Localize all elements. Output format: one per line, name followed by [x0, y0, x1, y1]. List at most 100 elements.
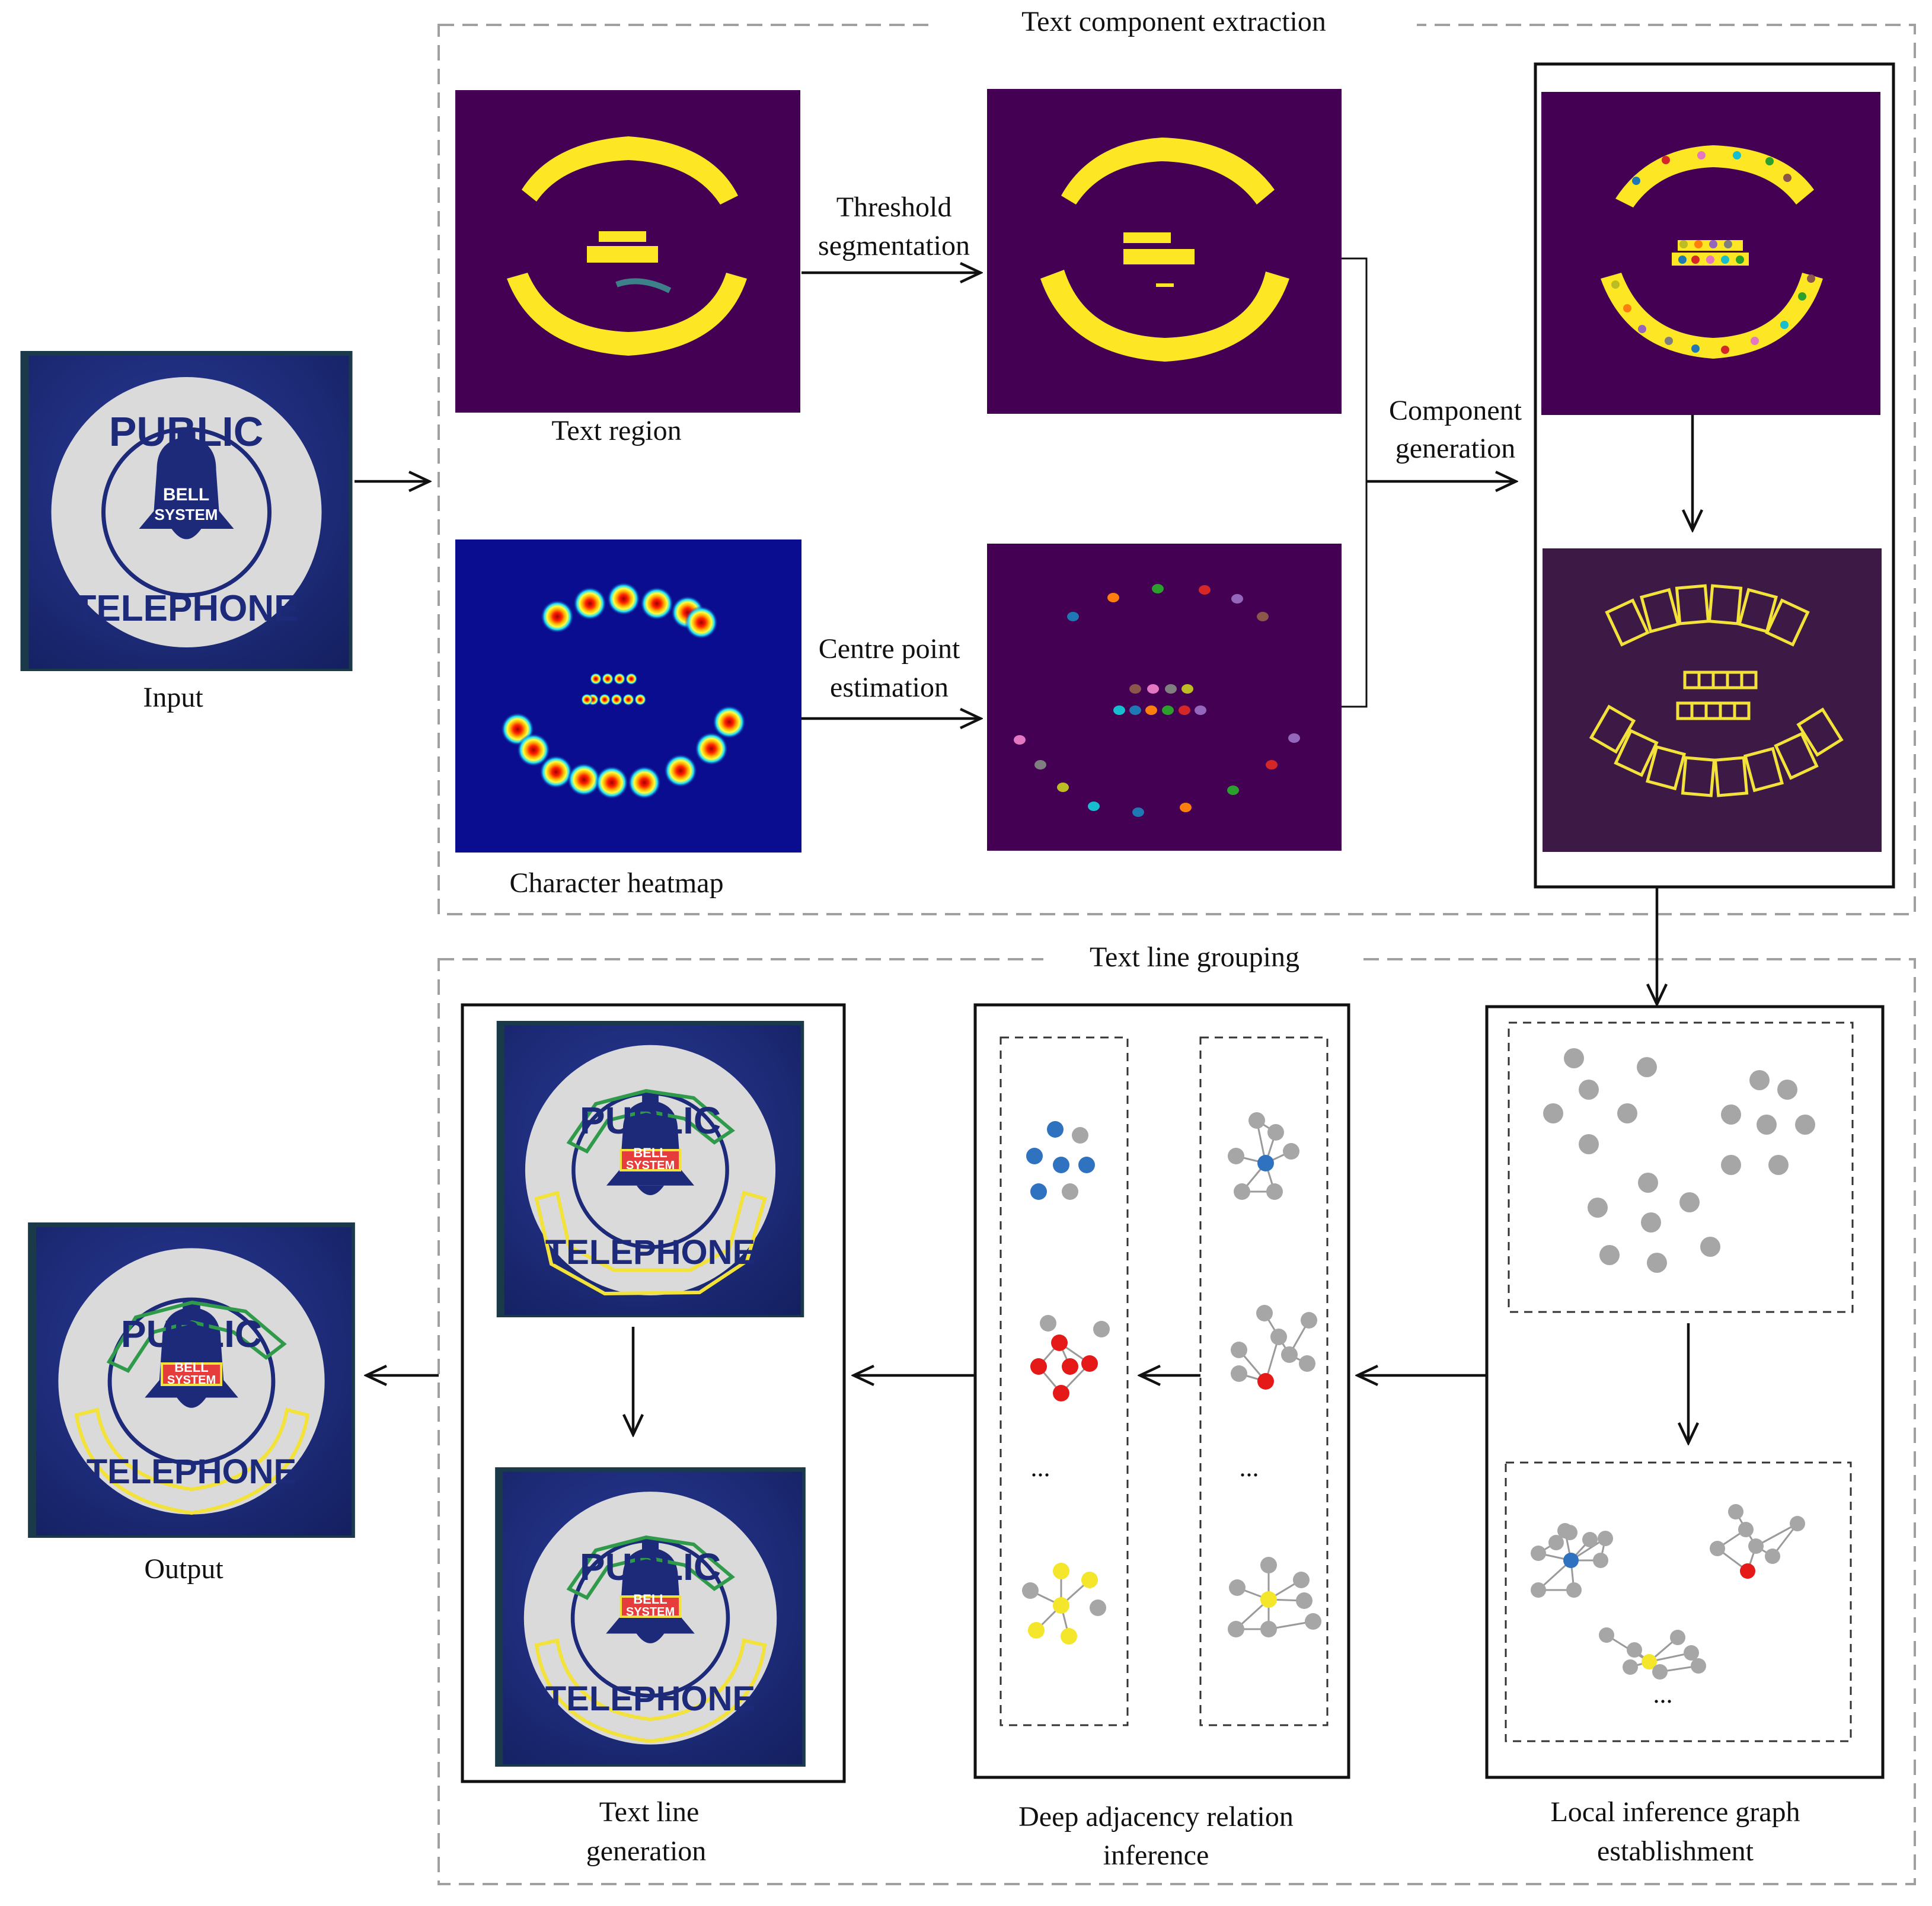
heat-blob	[539, 755, 573, 788]
neighbor-node	[1296, 1592, 1313, 1609]
heat-blob-small	[581, 694, 593, 705]
input-sign-bell-word: BELL	[163, 485, 209, 505]
component-point	[1751, 337, 1759, 345]
adjacency-input-column	[1199, 1036, 1329, 1726]
component-point	[1709, 240, 1717, 248]
neighbor-node	[1053, 1385, 1069, 1401]
pivot-node	[1257, 1373, 1274, 1390]
output-image: PUBLIC BELL SYSTEM TELEPHONE	[28, 1222, 355, 1538]
heat-blob	[628, 766, 661, 799]
heat-blob	[664, 754, 697, 787]
neighbor-node	[1270, 1329, 1287, 1345]
component-point	[1691, 256, 1700, 264]
linegen-bottom-public: PUBLIC	[580, 1546, 721, 1588]
component-node	[1638, 1173, 1658, 1193]
component-point	[1798, 292, 1806, 301]
centre-point	[1180, 803, 1192, 812]
neighbor-node	[1728, 1504, 1743, 1519]
centre-point	[1195, 705, 1206, 715]
component-box	[1681, 756, 1716, 797]
local-graph-panel-frame	[1485, 1005, 1885, 1779]
neighbor-node	[1710, 1541, 1725, 1556]
component-box	[1743, 746, 1784, 793]
centre-point	[1057, 783, 1069, 792]
component-point	[1678, 256, 1687, 264]
linegen-bottom-bell: BELL	[633, 1592, 667, 1607]
pivot-node	[1642, 1654, 1657, 1669]
neighbor-node	[1078, 1157, 1095, 1173]
heat-blob	[567, 763, 601, 796]
component-node	[1795, 1115, 1815, 1135]
component-box	[1645, 745, 1687, 791]
component-box-small	[1733, 701, 1751, 720]
heat-blob-small	[622, 694, 634, 705]
line-generation-panel-frame	[461, 1003, 846, 1783]
component-node	[1721, 1155, 1741, 1175]
neighbor-node	[1072, 1127, 1088, 1144]
heat-blob	[517, 733, 550, 767]
neighbor-node	[1765, 1549, 1780, 1564]
adjacency-output-column	[999, 1036, 1129, 1726]
component-node	[1637, 1057, 1657, 1077]
local-graph-caption-line2: establishment	[1597, 1835, 1754, 1867]
linegen-bottom-telephone: TELEPHONE	[545, 1680, 756, 1718]
component-box-small	[1740, 671, 1758, 689]
threshold-label-line2: segmentation	[818, 230, 970, 261]
neighbor-node	[1531, 1582, 1546, 1598]
heat-blob-small	[611, 694, 622, 705]
neighbor-node	[1598, 1531, 1613, 1546]
centre-point	[1266, 760, 1278, 770]
neighbor-node	[1256, 1305, 1273, 1321]
segmentation-result-map	[987, 89, 1342, 414]
neighbor-node	[1670, 1630, 1685, 1645]
adjacency-caption-line1: Deep adjacency relation	[1018, 1801, 1294, 1832]
component-point	[1721, 256, 1729, 264]
component-panel-frame	[1534, 62, 1895, 889]
linegen-top-public: PUBLIC	[580, 1099, 721, 1142]
neighbor-node	[1593, 1553, 1608, 1568]
output-caption: Output	[144, 1553, 223, 1585]
character-heatmap	[455, 539, 801, 853]
component-box	[1765, 598, 1810, 647]
threshold-label-line1: Threshold	[836, 191, 952, 223]
neighbor-node	[1231, 1342, 1247, 1358]
component-box	[1713, 756, 1749, 797]
component-node	[1768, 1155, 1789, 1175]
neighbor-node	[1030, 1183, 1047, 1200]
linegen-top-bell: BELL	[633, 1145, 667, 1160]
neighbor-node	[1293, 1572, 1310, 1588]
heat-blob-small	[625, 673, 637, 685]
centre-point	[1145, 705, 1157, 715]
centre-point	[1227, 786, 1239, 795]
neighbor-node	[1228, 1148, 1244, 1164]
adjacency-graphs	[1022, 1112, 1321, 1645]
component-point	[1697, 151, 1706, 159]
centre-point	[1034, 760, 1046, 770]
component-node	[1700, 1237, 1720, 1257]
component-label-line1: Component	[1389, 395, 1522, 426]
centre-point	[1162, 705, 1174, 715]
centre-point	[1231, 594, 1243, 604]
component-point	[1694, 240, 1703, 248]
neighbor-node	[1301, 1312, 1317, 1329]
neighbor-node	[1061, 1628, 1077, 1645]
component-point	[1638, 325, 1646, 333]
heat-blob-small	[614, 673, 625, 685]
component-box	[1614, 729, 1659, 777]
neighbor-node	[1748, 1538, 1764, 1554]
output-sign-bottom-word: TELEPHONE	[87, 1452, 297, 1491]
pivot-node	[1260, 1591, 1277, 1608]
input-image: PUBLIC BELL SYSTEM TELEPHONE	[21, 351, 353, 671]
neighbor-node	[1081, 1355, 1098, 1372]
centre-point	[1113, 705, 1125, 715]
component-point	[1736, 256, 1744, 264]
heat-blob-small	[634, 694, 646, 705]
component-point	[1783, 174, 1792, 182]
local-graph-caption-line1: Local inference graph	[1550, 1796, 1800, 1828]
component-box	[1639, 588, 1681, 634]
extraction-section-title: Text component extraction	[1021, 6, 1326, 37]
component-point	[1765, 157, 1774, 165]
adjacency-right-ellipsis: ...	[1240, 1453, 1259, 1482]
pivot-node	[1053, 1597, 1069, 1614]
